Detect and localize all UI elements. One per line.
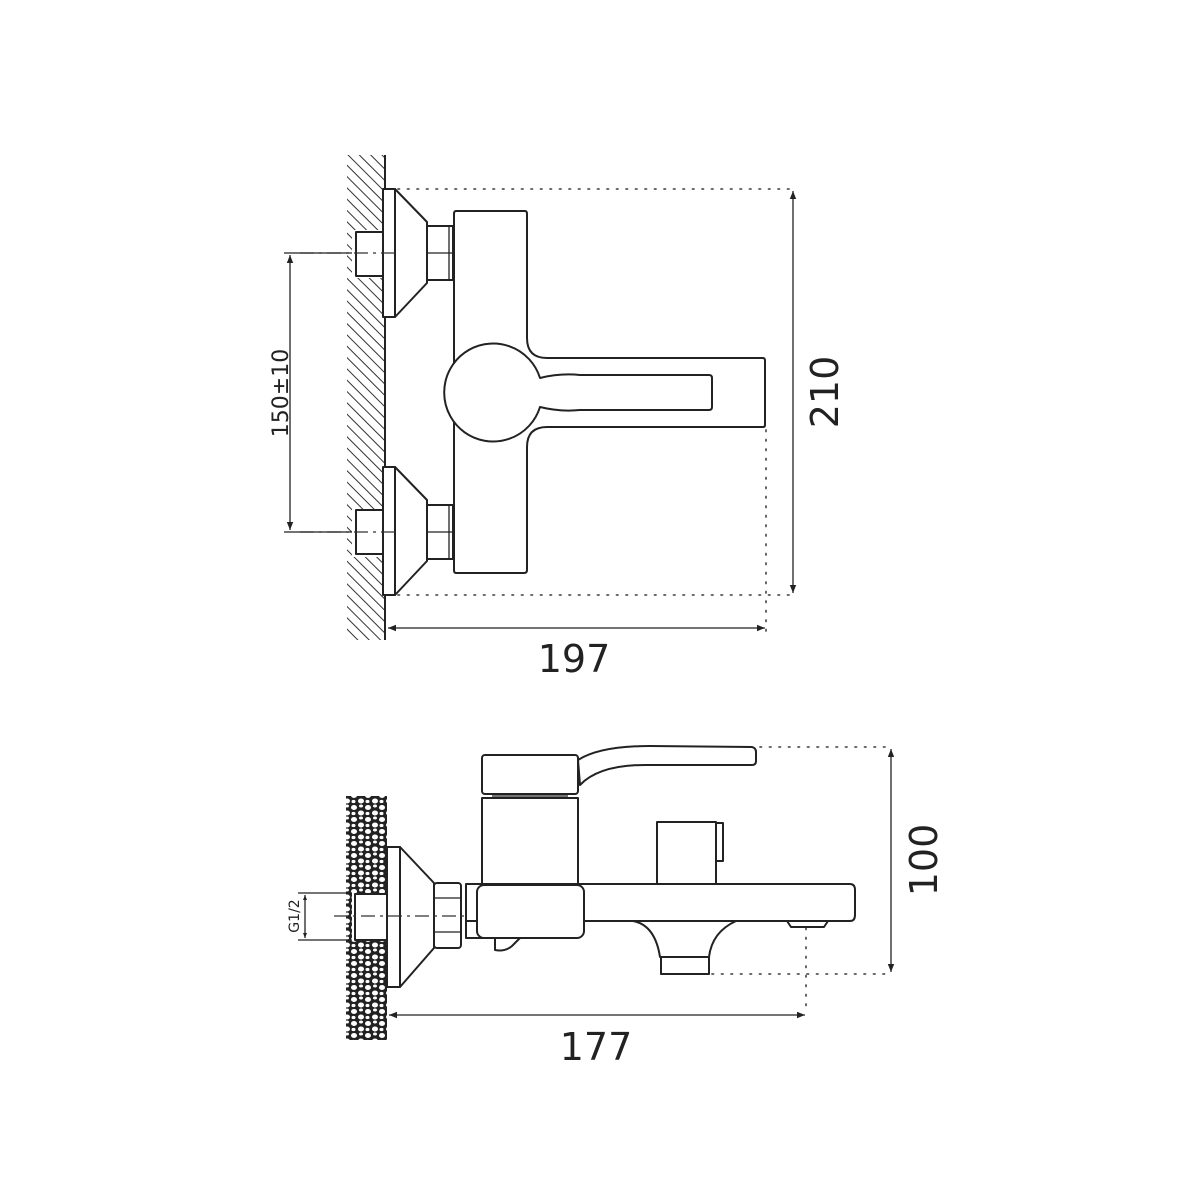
diverter-tab: [715, 822, 724, 862]
handle-cap: [481, 754, 579, 795]
inlet-pipe: [354, 893, 388, 941]
mixer-column: [481, 797, 579, 885]
body-block: [476, 884, 585, 939]
diverter-knob: [656, 821, 717, 885]
wall-hatched: [347, 155, 386, 640]
lever-handle: [577, 745, 757, 786]
top-view: 210 197 150±10: [269, 155, 847, 681]
side-height-dimension-label: 100: [902, 824, 946, 897]
aerator: [786, 920, 829, 928]
inlet-upper: [355, 188, 454, 318]
escutcheon-cone: [399, 846, 435, 988]
depth-dimension-label: 177: [560, 1025, 633, 1069]
outlet-housing: [632, 920, 737, 958]
thread-dimension-label: G1/2: [287, 899, 303, 932]
escutcheon-flange: [386, 846, 401, 988]
height-dimension-label: 210: [803, 356, 847, 429]
inlet-centerlines: [300, 252, 400, 533]
spacing-dimension-label: 150±10: [269, 349, 294, 437]
spacing-extension-lines: [284, 252, 352, 533]
handle-top: [443, 342, 713, 443]
extension-lines: [397, 188, 796, 633]
shower-outlet: [660, 956, 710, 975]
side-extension-lines: [711, 746, 893, 1013]
side-view: G1/2 100 177: [287, 745, 946, 1069]
width-dimension-label: 197: [538, 637, 611, 681]
